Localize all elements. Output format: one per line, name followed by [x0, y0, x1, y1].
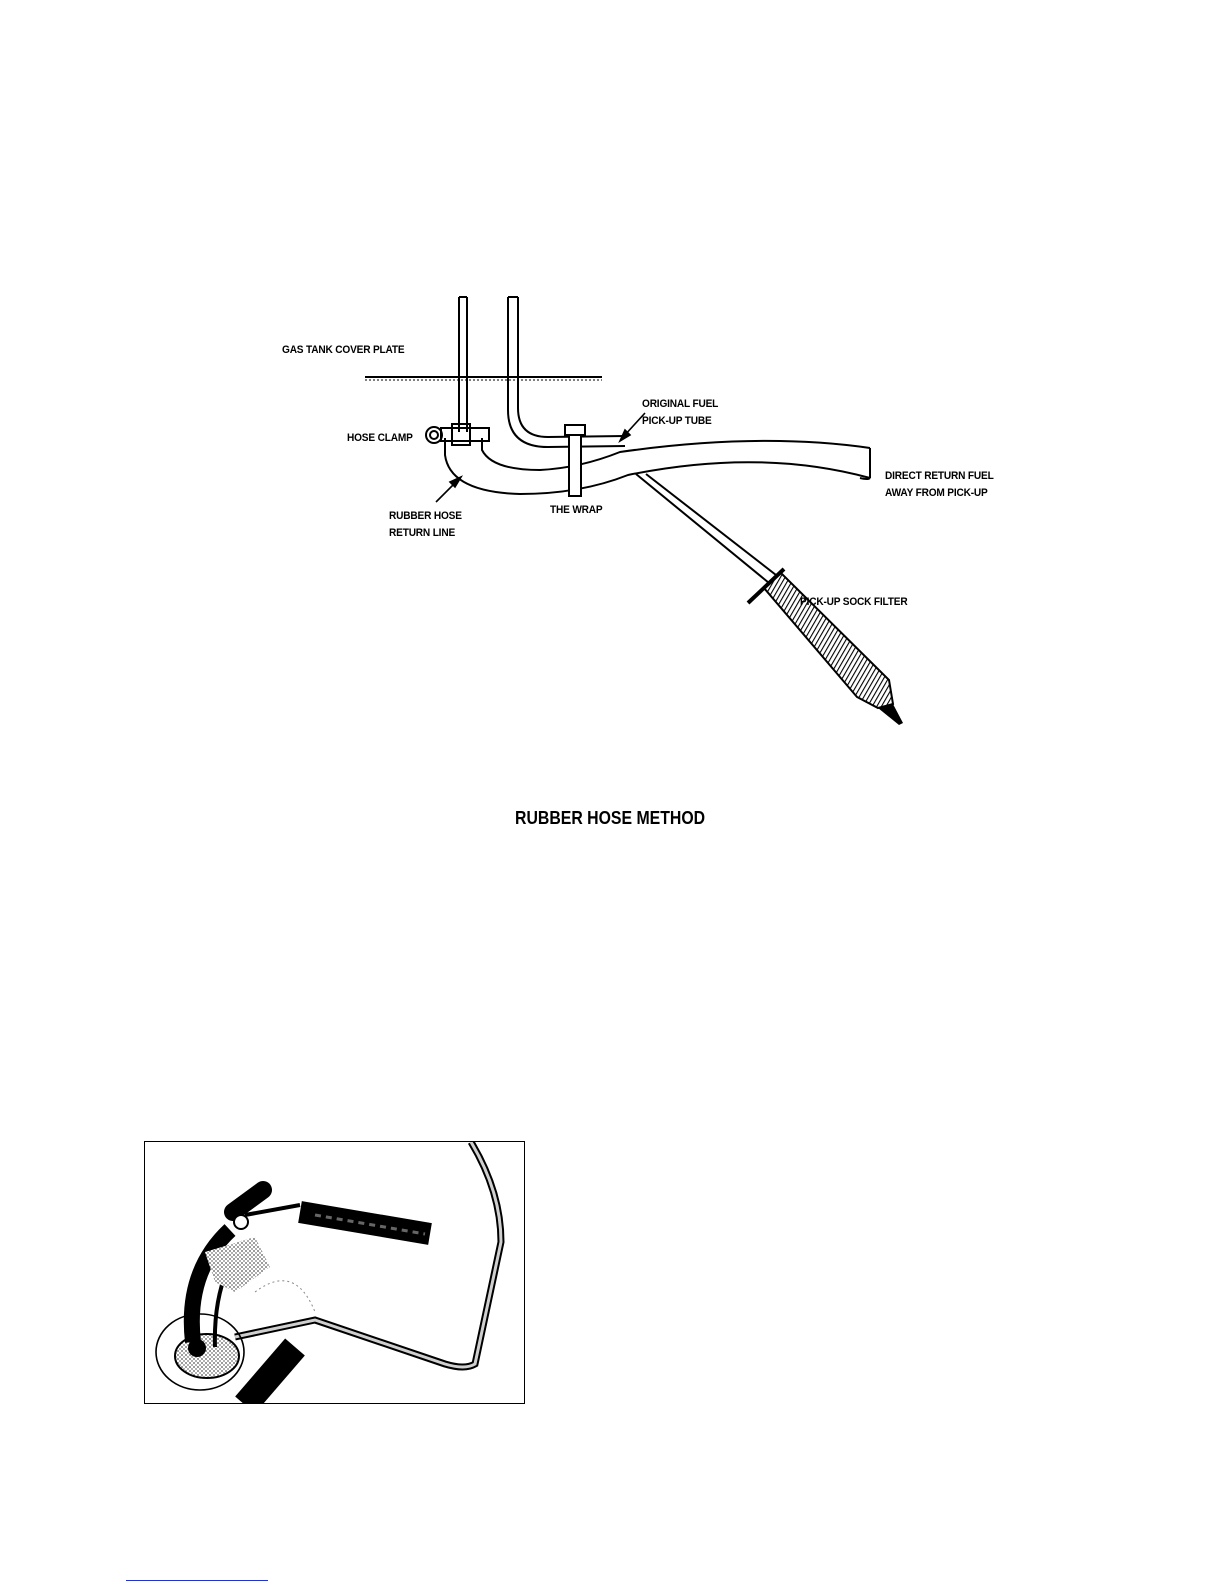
gas-tank-cover-plate: [365, 377, 602, 380]
label-sock-filter: PICK-UP SOCK FILTER: [800, 594, 907, 611]
footer-rule: [126, 1580, 268, 1581]
hose-clamp: [426, 424, 489, 445]
label-direct-line1: DIRECT RETURN FUEL: [885, 468, 994, 485]
return-tube: [459, 297, 467, 432]
label-hose-clamp: HOSE CLAMP: [347, 430, 413, 447]
sock-filter: [748, 569, 903, 725]
pickup-stem: [636, 474, 776, 583]
rubber-hose: [445, 438, 870, 494]
diagram-title: RUBBER HOSE METHOD: [515, 808, 705, 829]
label-direct-return: DIRECT RETURN FUEL AWAY FROM PICK-UP: [885, 468, 994, 502]
label-original-tube-line1: ORIGINAL FUEL: [642, 396, 718, 413]
label-return-line2: RETURN LINE: [389, 525, 462, 542]
label-return-line: RUBBER HOSE RETURN LINE: [389, 508, 462, 542]
label-direct-line2: AWAY FROM PICK-UP: [885, 485, 994, 502]
label-original-tube: ORIGINAL FUEL PICK-UP TUBE: [642, 396, 718, 430]
label-wrap: THE WRAP: [550, 502, 603, 519]
wrap-clamp: [565, 425, 585, 496]
fuel-pickup-photo: [144, 1141, 525, 1404]
fuel-pickup-illustration: [145, 1142, 525, 1404]
label-return-line1: RUBBER HOSE: [389, 508, 462, 525]
label-original-tube-line2: PICK-UP TUBE: [642, 413, 718, 430]
label-cover-plate: GAS TANK COVER PLATE: [282, 342, 404, 359]
